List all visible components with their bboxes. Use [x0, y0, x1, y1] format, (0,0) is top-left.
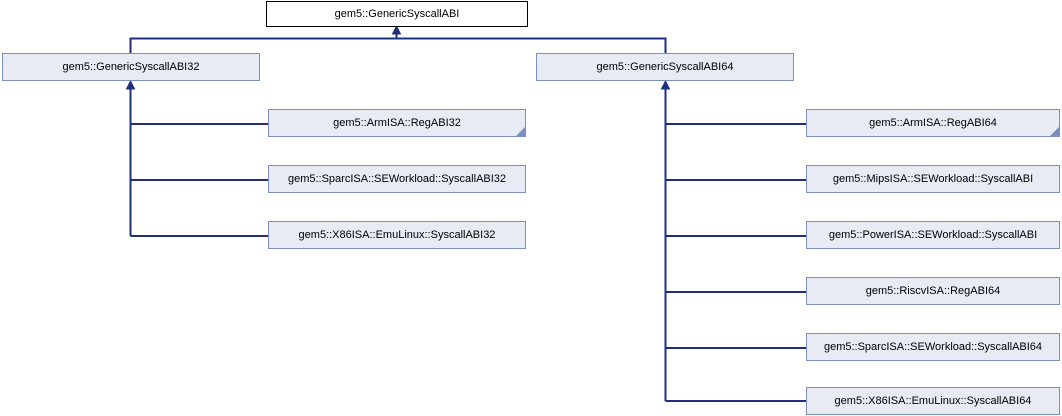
- trunk-abi32: [125, 79, 136, 236]
- node-gem5-powerisa-seworkload-syscallabi[interactable]: gem5::PowerISA::SEWorkload::SyscallABI: [806, 221, 1060, 249]
- node-label: gem5::GenericSyscallABI64: [596, 61, 734, 73]
- node-gem5-x86isa-emulinux-syscallabi64[interactable]: gem5::X86ISA::EmuLinux::SyscallABI64: [806, 387, 1060, 415]
- edge-abi32-to-root: [129, 37, 397, 53]
- node-label: gem5::ArmISA::RegABI64: [869, 117, 997, 129]
- node-gem5-sparcisa-seworkload-syscallabi64[interactable]: gem5::SparcISA::SEWorkload::SyscallABI64: [806, 333, 1060, 361]
- edge-abi64-to-root: [396, 37, 667, 53]
- node-label: gem5::ArmISA::RegABI32: [333, 117, 461, 129]
- node-gem5-armisa-regabi64[interactable]: gem5::ArmISA::RegABI64: [806, 109, 1060, 137]
- node-gem5-armisa-regabi32[interactable]: gem5::ArmISA::RegABI32: [268, 109, 526, 137]
- node-gem5-genericsyscallabi64[interactable]: gem5::GenericSyscallABI64: [536, 53, 794, 81]
- node-label: gem5::X86ISA::EmuLinux::SyscallABI32: [298, 229, 496, 241]
- node-gem5-genericsyscallabi[interactable]: gem5::GenericSyscallABI: [266, 1, 528, 27]
- node-label: gem5::SparcISA::SEWorkload::SyscallABI64: [823, 341, 1043, 353]
- arrow-root: [391, 24, 402, 39]
- node-label: gem5::GenericSyscallABI: [334, 8, 460, 20]
- trunk-abi64: [660, 79, 671, 401]
- node-label: gem5::PowerISA::SEWorkload::SyscallABI: [828, 229, 1038, 241]
- node-label: gem5::RiscvISA::RegABI64: [865, 285, 1001, 297]
- node-gem5-sparcisa-seworkload-syscallabi32[interactable]: gem5::SparcISA::SEWorkload::SyscallABI32: [268, 165, 526, 193]
- node-label: gem5::SparcISA::SEWorkload::SyscallABI32: [287, 173, 507, 185]
- collapsed-children-fold-icon[interactable]: [516, 127, 525, 136]
- collapsed-children-fold-icon[interactable]: [1050, 127, 1059, 136]
- node-gem5-x86isa-emulinux-syscallabi32[interactable]: gem5::X86ISA::EmuLinux::SyscallABI32: [268, 221, 526, 249]
- node-label: gem5::GenericSyscallABI32: [62, 61, 200, 73]
- node-gem5-genericsyscallabi32[interactable]: gem5::GenericSyscallABI32: [2, 53, 260, 81]
- node-gem5-riscvisa-regabi64[interactable]: gem5::RiscvISA::RegABI64: [806, 277, 1060, 305]
- node-label: gem5::MipsISA::SEWorkload::SyscallABI: [832, 173, 1034, 185]
- node-label: gem5::X86ISA::EmuLinux::SyscallABI64: [834, 395, 1032, 407]
- node-gem5-mipsisa-seworkload-syscallabi[interactable]: gem5::MipsISA::SEWorkload::SyscallABI: [806, 165, 1060, 193]
